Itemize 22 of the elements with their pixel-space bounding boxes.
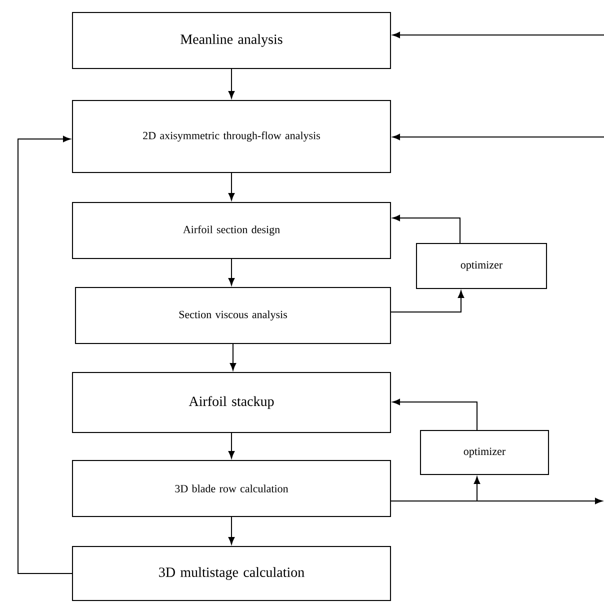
arrow	[228, 172, 235, 200]
arrow	[390, 498, 603, 504]
process-box: Meanline analysis	[72, 12, 391, 69]
process-box: 2D axisymmetric through-flow analysis	[72, 100, 391, 173]
process-box: Section viscous analysis	[75, 287, 391, 344]
optimizer-box: optimizer	[420, 430, 549, 475]
arrow	[390, 290, 464, 312]
arrow	[392, 32, 604, 38]
arrow	[230, 344, 236, 371]
arrow	[392, 214, 460, 244]
arrow	[228, 432, 235, 459]
arrow	[228, 258, 235, 286]
arrow	[392, 398, 478, 430]
arrow	[228, 68, 235, 98]
process-box: Airfoil section design	[72, 202, 391, 259]
process-box: 3D multistage calculation	[72, 546, 391, 601]
arrow	[18, 136, 72, 574]
process-box: Airfoil stackup	[72, 372, 391, 433]
optimizer-box: optimizer	[416, 243, 547, 289]
arrow	[392, 134, 604, 140]
arrow	[228, 516, 235, 545]
process-box: 3D blade row calculation	[72, 460, 391, 517]
